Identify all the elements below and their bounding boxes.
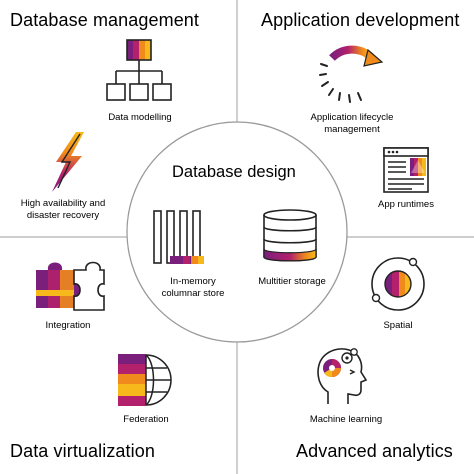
head-gears-icon xyxy=(317,348,368,404)
quadrant-title-application-development: Application development xyxy=(261,10,460,30)
database-stack-icon xyxy=(263,209,317,262)
center-circle xyxy=(126,121,348,343)
globe-icon xyxy=(118,354,172,406)
hierarchy-icon xyxy=(106,39,172,101)
feature-label-integration: Integration xyxy=(45,320,91,331)
feature-label-data-modelling: Data modelling xyxy=(108,112,172,123)
orbit-icon xyxy=(371,257,425,311)
app-window-icon xyxy=(383,147,429,193)
quadrant-title-data-virtualization: Data virtualization xyxy=(10,441,155,461)
feature-label-high-availability: High availability and disaster recovery xyxy=(20,198,106,221)
quadrant-title-database-management: Database management xyxy=(10,10,200,30)
quadrant-title-advanced-analytics: Advanced analytics xyxy=(296,441,453,461)
center-item-label-columnar: In-memory columnar store xyxy=(161,276,225,299)
center-item-label-multitier: Multitier storage xyxy=(258,276,326,287)
feature-label-spatial: Spatial xyxy=(383,320,413,331)
lightning-bolt-icon xyxy=(52,132,84,192)
in-memory-columns-icon xyxy=(153,210,204,264)
feature-label-federation: Federation xyxy=(123,414,169,425)
center-title: Database design xyxy=(172,163,296,181)
lifecycle-arrow-icon xyxy=(319,45,384,103)
puzzle-icon xyxy=(36,261,105,311)
feature-label-lifecycle: Application lifecycle management xyxy=(310,112,394,135)
feature-label-app-runtimes: App runtimes xyxy=(378,199,434,210)
feature-label-machine-learning: Machine learning xyxy=(309,414,383,425)
